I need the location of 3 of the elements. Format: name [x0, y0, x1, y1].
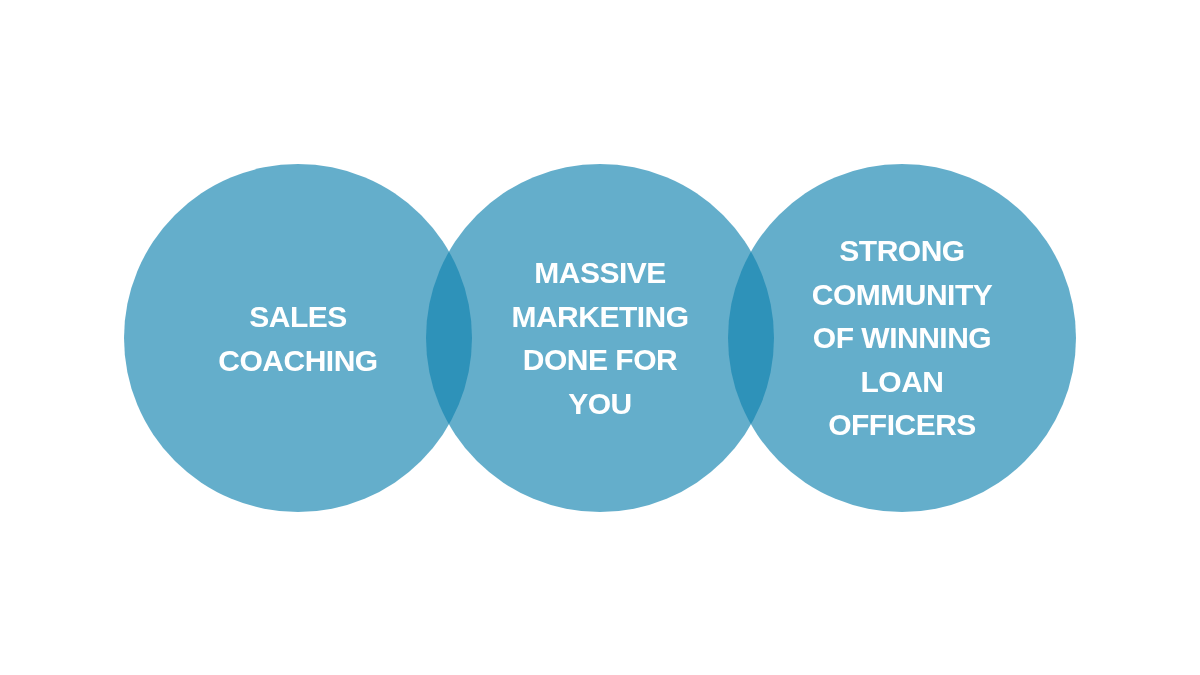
- circle-label: MASSIVE MARKETING DONE FOR YOU: [510, 255, 690, 422]
- circle-label: SALES COACHING: [217, 298, 379, 378]
- circle-label: STRONG COMMUNITY OF WINNING LOAN OFFICERS: [810, 233, 994, 444]
